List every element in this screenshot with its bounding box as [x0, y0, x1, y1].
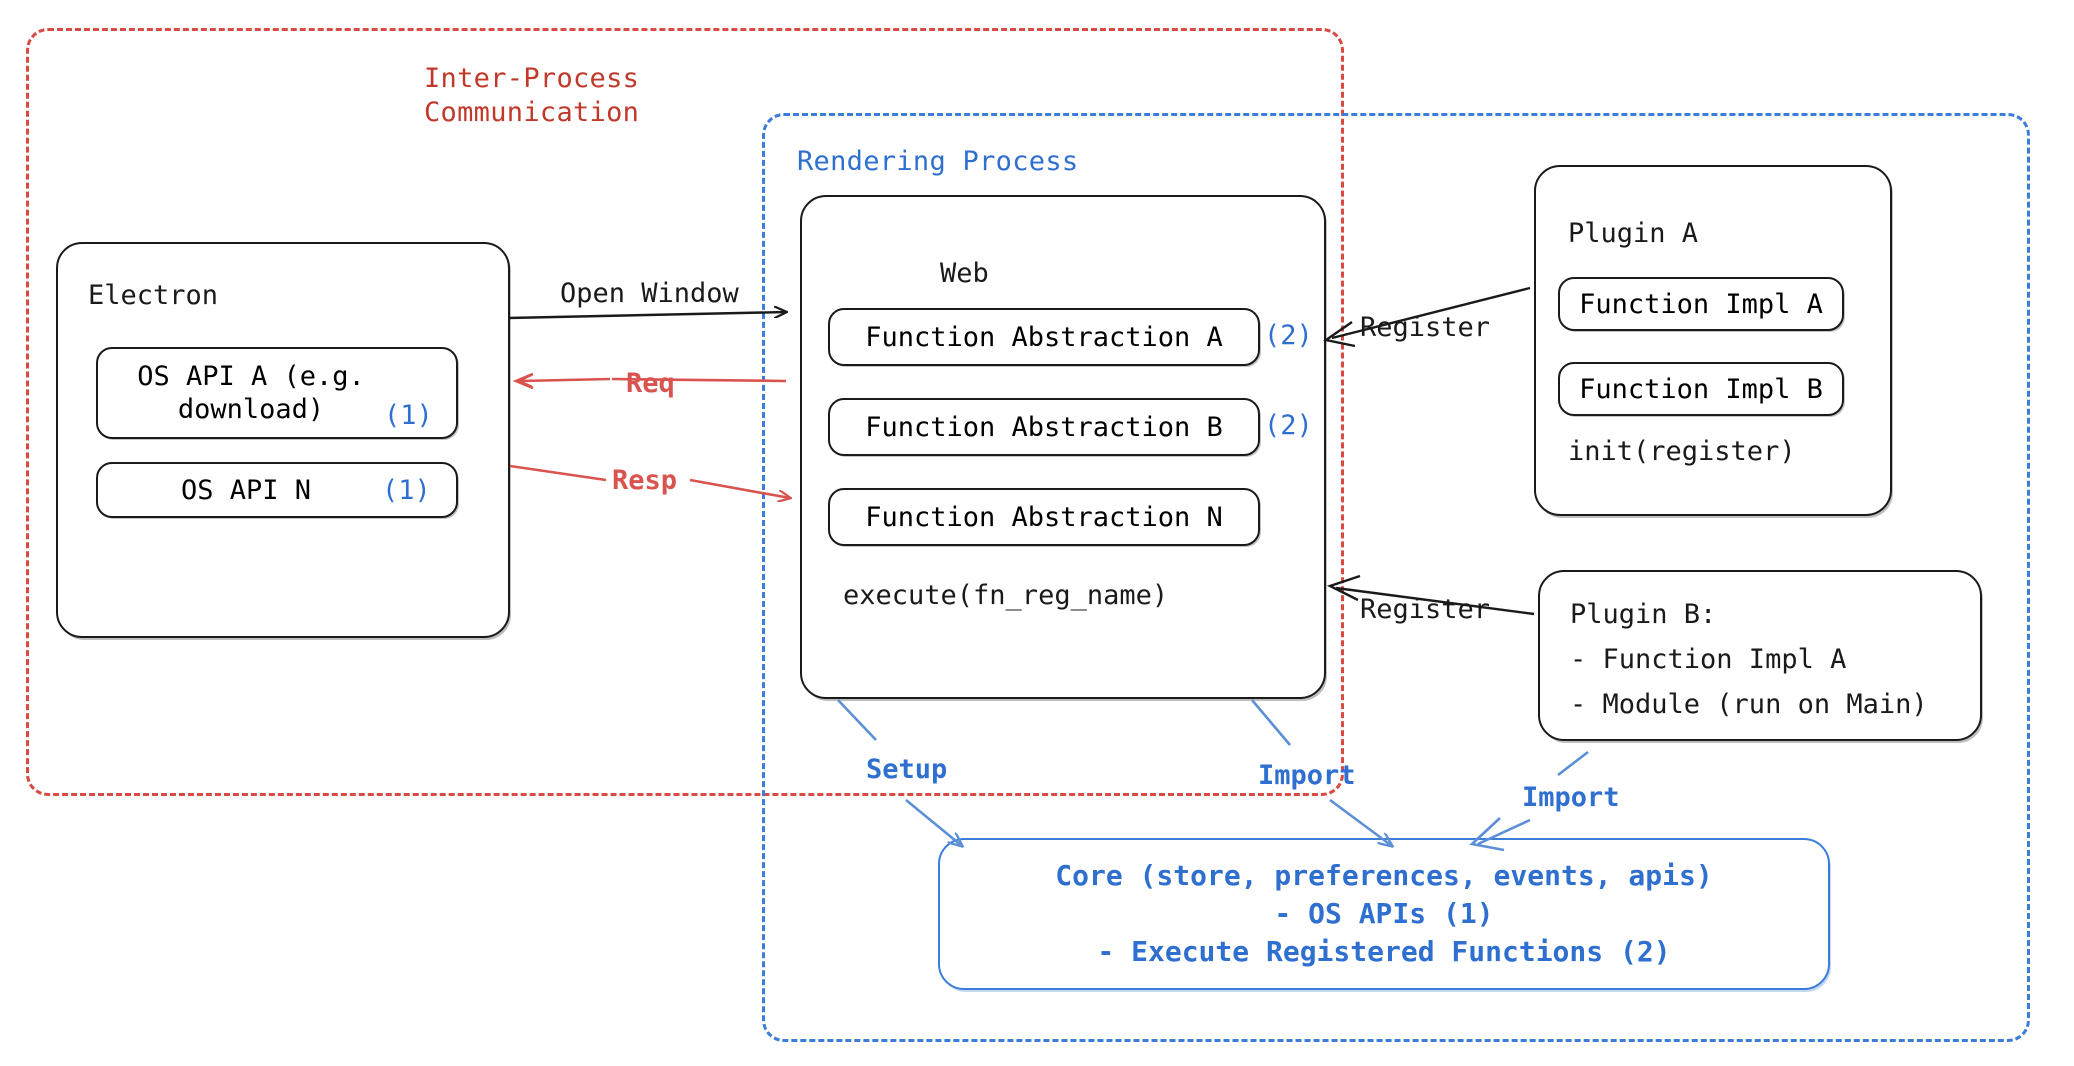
web-title: Web: [940, 258, 989, 289]
function-abstraction-b-marker: (2): [1264, 410, 1313, 441]
arrow-label-setup: Setup: [866, 754, 948, 785]
electron-box: [56, 242, 510, 638]
plugin-b-box: [1538, 570, 1982, 741]
group-rendering-process: [762, 113, 2030, 1042]
arrow-label-open-window: Open Window: [560, 278, 739, 309]
plugin-a-function-impl-b-box[interactable]: Function Impl B: [1558, 362, 1844, 416]
os-api-a-marker: (1): [384, 400, 433, 431]
os-api-a-label: OS API A (e.g. download): [137, 361, 365, 425]
web-execute-label: execute(fn_reg_name): [843, 580, 1169, 611]
arrow-label-resp: Resp: [612, 465, 678, 496]
group-inter-process-communication: [26, 28, 1344, 796]
arrow-label-import-left: Import: [1258, 760, 1356, 791]
plugin-a-function-impl-b-label: Function Impl B: [1579, 373, 1823, 405]
function-abstraction-a-box[interactable]: Function Abstraction A: [828, 308, 1260, 366]
function-abstraction-a-marker: (2): [1264, 320, 1313, 351]
core-box[interactable]: Core (store, preferences, events, apis) …: [938, 838, 1830, 990]
function-abstraction-b-box[interactable]: Function Abstraction B: [828, 398, 1260, 456]
plugin-a-box: [1534, 165, 1892, 516]
group-label-inter-process-communication: Inter-Process Communication: [424, 63, 640, 128]
plugin-a-init-label: init(register): [1568, 436, 1796, 467]
function-abstraction-b-label: Function Abstraction B: [865, 411, 1223, 443]
group-label-rendering-process: Rendering Process: [797, 146, 1079, 177]
function-abstraction-n-label: Function Abstraction N: [865, 501, 1223, 533]
electron-title: Electron: [88, 280, 219, 311]
plugin-a-function-impl-a-box[interactable]: Function Impl A: [1558, 277, 1844, 331]
arrow-label-register-plugin-b: Register: [1360, 594, 1491, 625]
plugin-a-function-impl-a-label: Function Impl A: [1579, 288, 1823, 320]
os-api-n-label: OS API N: [180, 474, 312, 506]
function-abstraction-n-box[interactable]: Function Abstraction N: [828, 488, 1260, 546]
arrow-label-register-plugin-a: Register: [1360, 312, 1491, 343]
os-api-a-box[interactable]: OS API A (e.g. download): [96, 347, 458, 439]
core-text: Core (store, preferences, events, apis) …: [1055, 859, 1713, 968]
os-api-n-box[interactable]: OS API N: [96, 462, 458, 518]
plugin-a-title: Plugin A: [1568, 218, 1699, 249]
arrow-label-import-right: Import: [1522, 782, 1620, 813]
plugin-b-text: Plugin B: - Function Impl A - Module (ru…: [1570, 599, 1928, 720]
function-abstraction-a-label: Function Abstraction A: [865, 321, 1223, 353]
os-api-n-marker: (1): [382, 475, 431, 506]
arrow-label-req: Req: [626, 368, 675, 399]
